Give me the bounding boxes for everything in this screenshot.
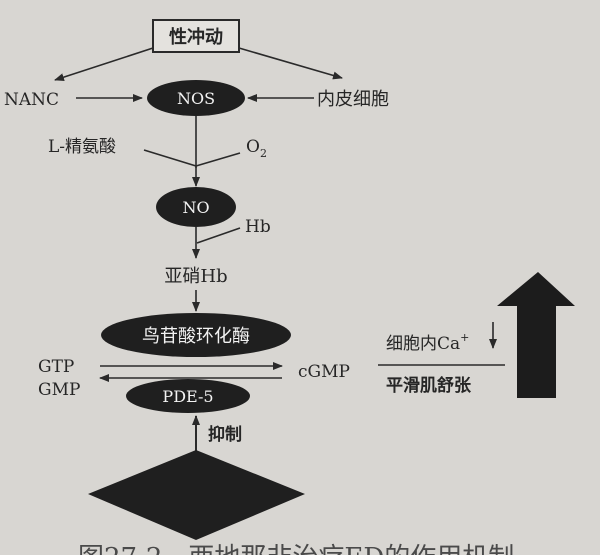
line-o2-to-junction (195, 152, 241, 167)
gmp-label: GMP (38, 380, 80, 400)
no-label: NO (182, 198, 209, 217)
drug-diamond (88, 450, 305, 540)
cgmp-label: cGMP (298, 362, 350, 382)
nitroso-hb-label: 亚硝Hb (164, 266, 227, 287)
guanylate-cyclase-node (101, 313, 291, 357)
smooth-muscle-relax-label: 平滑肌舒张 (386, 375, 472, 396)
arrow-stim-to-nanc (54, 47, 154, 82)
pde5-label: PDE-5 (162, 387, 213, 406)
intracellular-ca-label: 细胞内Ca+ (386, 331, 469, 354)
o2-label: O2 (246, 137, 267, 160)
nos-node (147, 80, 245, 116)
guanylate-cyclase-label: 鸟苷酸环化酶 (142, 326, 250, 347)
nanc-label: NANC (4, 90, 59, 110)
hb-label: Hb (245, 217, 271, 237)
pde5-node (126, 379, 250, 413)
sexual-stimulation-box (152, 19, 240, 53)
figure-caption: 图27-2 西地那非治疗ED的作用机制 (78, 543, 514, 555)
gtp-label: GTP (38, 357, 74, 377)
sexual-stimulation-label: 性冲动 (169, 26, 223, 48)
endothelial-cells-label: 内皮细胞 (317, 89, 389, 110)
big-up-arrow-icon (497, 272, 575, 398)
l-arginine-label: L-精氨酸 (48, 137, 116, 157)
line-arginine-to-junction (143, 149, 197, 167)
nos-label: NOS (177, 89, 215, 108)
no-node (156, 187, 236, 227)
inhibit-label: 抑制 (208, 424, 242, 445)
arrow-stim-to-endothelial (238, 47, 343, 80)
line-hb-to-path (196, 227, 241, 244)
